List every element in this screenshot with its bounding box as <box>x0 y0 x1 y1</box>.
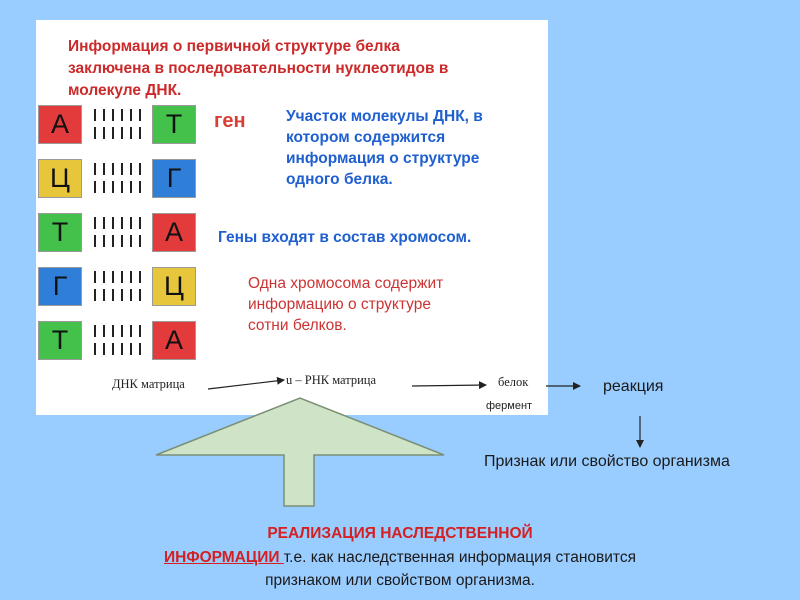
hydrogen-bonds <box>94 109 141 139</box>
title-line: заключена в последовательности нуклеотид… <box>68 60 449 77</box>
nucleotide-tile: А <box>152 213 196 252</box>
rna-matrix-label: u – РНК матрица <box>286 373 377 387</box>
gene-definition-line: информация о структуре <box>286 150 480 167</box>
chromosome-text-line: Одна хромосома содержит <box>248 275 444 292</box>
slide-title: Информация о первичной структуре белка з… <box>68 36 538 102</box>
content-panel: Информация о первичной структуре белка з… <box>36 20 548 415</box>
nucleotide-tile: Т <box>38 321 82 360</box>
gene-definition: Участок молекулы ДНК, в котором содержит… <box>286 106 483 190</box>
bottom-explanation-end: признаком или свойством организма. <box>265 572 535 589</box>
rna-to-protein-arrow <box>411 381 487 390</box>
nucleotide-tile: Т <box>38 213 82 252</box>
hydrogen-bonds <box>94 163 141 193</box>
dna-matrix-label: ДНК матрица <box>112 377 185 391</box>
title-line: Информация о первичной структуре белка <box>68 38 400 55</box>
bottom-heading-1: РЕАЛИЗАЦИЯ НАСЛЕДСТВЕННОЙ <box>267 525 533 542</box>
dna-to-rna-arrow <box>207 376 285 390</box>
gene-definition-line: котором содержится <box>286 129 446 146</box>
trait-label: Признак или свойство организма <box>484 453 730 470</box>
bottom-line-1: РЕАЛИЗАЦИЯ НАСЛЕДСТВЕННОЙ <box>0 525 800 543</box>
hydrogen-bonds <box>94 217 141 247</box>
nucleotide-tile: Ц <box>152 267 196 306</box>
chromosome-text-line: сотни белков. <box>248 317 347 334</box>
bottom-heading-2: ИНФОРМАЦИИ <box>164 549 284 566</box>
nucleotide-tile: Ц <box>38 159 82 198</box>
reaction-label: реакция <box>603 378 664 395</box>
genes-in-chromosomes-text: Гены входят в состав хромосом. <box>218 229 472 246</box>
bottom-line-3: признаком или свойством организма. <box>0 572 800 590</box>
chromosome-text-line: информацию о структуре <box>248 296 431 313</box>
title-line: молекуле ДНК. <box>68 82 182 99</box>
gene-label: ген <box>214 110 246 132</box>
protein-label: белок <box>498 375 529 389</box>
gene-definition-line: Участок молекулы ДНК, в <box>286 108 483 125</box>
nucleotide-tile: Г <box>38 267 82 306</box>
chromosome-text: Одна хромосома содержит информацию о стр… <box>248 273 443 336</box>
hydrogen-bonds <box>94 271 141 301</box>
enzyme-label: фермент <box>486 400 533 412</box>
nucleotide-tile: А <box>38 105 82 144</box>
gene-definition-line: одного белка. <box>286 171 393 188</box>
bottom-explanation: т.е. как наследственная информация стано… <box>283 549 636 566</box>
realization-big-arrow <box>155 397 445 507</box>
nucleotide-tile: Т <box>152 105 196 144</box>
bottom-line-2: ИНФОРМАЦИИ т.е. как наследственная инфор… <box>0 549 800 567</box>
hydrogen-bonds <box>94 325 141 355</box>
nucleotide-tile: Г <box>152 159 196 198</box>
nucleotide-tile: А <box>152 321 196 360</box>
